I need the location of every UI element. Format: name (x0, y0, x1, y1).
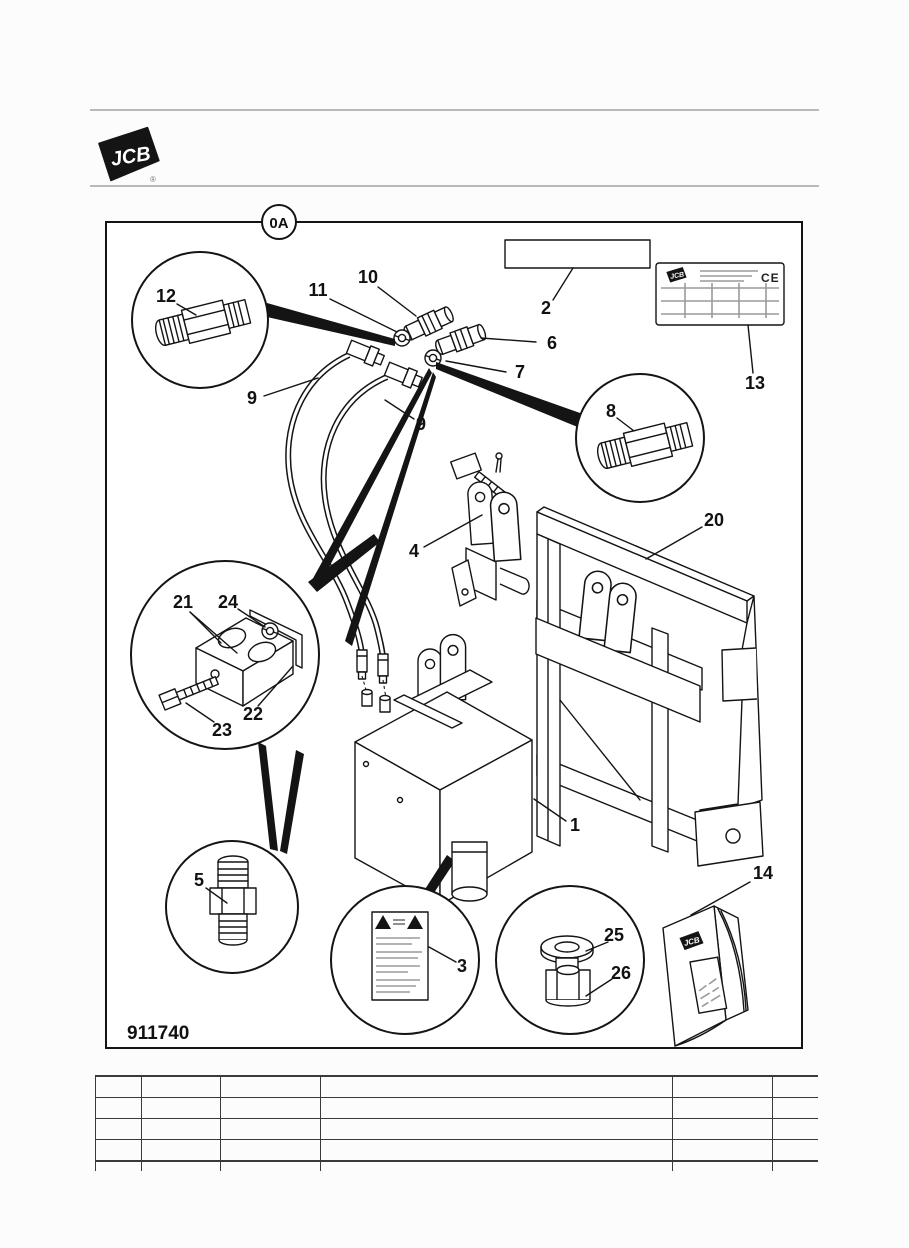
part-22-clamp-plate (249, 609, 303, 669)
table-cell (95, 1160, 142, 1171)
detail-circle-5 (165, 840, 299, 974)
table-cell (320, 1075, 673, 1098)
drawing-number: 911740 (127, 1023, 189, 1044)
table-cell (772, 1097, 818, 1119)
callout-2: 2 (541, 298, 551, 318)
warning-triangle-icon (375, 915, 391, 929)
part-23-bolt (158, 676, 219, 711)
table-cell (95, 1118, 142, 1140)
part-2-plate (504, 239, 651, 301)
table-cell (772, 1160, 818, 1171)
registered-mark: ® (150, 175, 156, 184)
ce-mark: CE (761, 271, 780, 285)
table-cell (141, 1118, 221, 1140)
part-14-handbook: JCB (662, 881, 751, 1047)
table-cell (141, 1139, 221, 1162)
table-cell (672, 1097, 773, 1119)
pointer-wedges (258, 303, 580, 854)
table-cell (220, 1118, 321, 1140)
header: JCB ® (90, 109, 819, 187)
table-cell (320, 1097, 673, 1119)
table-cell (772, 1139, 818, 1162)
part-5-adapter (209, 855, 257, 946)
table-cell (672, 1160, 773, 1171)
callout-8: 8 (606, 401, 616, 421)
callout-9-left: 9 (247, 388, 257, 408)
detail-circle-3 (330, 885, 480, 1035)
callout-24: 24 (218, 592, 238, 612)
table-cell (320, 1118, 673, 1140)
detail-circle-25-26 (495, 885, 645, 1035)
leader-lines (263, 286, 567, 822)
table-cell (220, 1139, 321, 1162)
callout-7: 7 (515, 362, 525, 382)
part-13-serial-plate: JCB CE (655, 262, 785, 374)
plate-jcb-logo: JCB (666, 267, 687, 283)
callout-13: 13 (745, 373, 765, 393)
callout-23: 23 (212, 720, 232, 740)
callout-9-right: 9 (416, 414, 426, 434)
hose-ports (361, 688, 391, 713)
table-cell (95, 1075, 142, 1098)
booklet-jcb-logo: JCB (679, 931, 704, 951)
table-cell (672, 1075, 773, 1098)
table-cell (220, 1075, 321, 1098)
table-cell (672, 1139, 773, 1162)
cotter-pin (495, 452, 503, 473)
detail-circle-8 (575, 373, 705, 503)
callout-20: 20 (704, 510, 724, 530)
table-cell (141, 1075, 221, 1098)
callout-11: 11 (308, 280, 327, 300)
svg-text:JCB: JCB (670, 271, 685, 280)
callouts: 12 10 11 2 6 7 13 9 8 9 20 4 21 24 22 23… (156, 267, 773, 983)
section-label: 0A (269, 215, 288, 232)
section-badge: 0A (261, 204, 297, 240)
part-20-mounting-frame (535, 506, 764, 867)
table-cell (672, 1118, 773, 1140)
table-cell (772, 1118, 818, 1140)
detail-circle-clamp (130, 560, 320, 750)
table-cell (220, 1097, 321, 1119)
footer-parts-table (95, 1075, 818, 1171)
callout-10: 10 (358, 267, 378, 287)
callout-4: 4 (409, 541, 419, 561)
table-cell (141, 1097, 221, 1119)
detail-circle-12 (131, 251, 269, 389)
table-cell (220, 1160, 321, 1171)
callout-21: 21 (173, 592, 193, 612)
table-cell (141, 1160, 221, 1171)
callout-12: 12 (156, 286, 176, 306)
part-4-bracket-assembly (423, 452, 530, 607)
callout-14: 14 (753, 863, 773, 883)
callout-6: 6 (547, 333, 557, 353)
callout-22: 22 (243, 704, 263, 724)
table-cell (95, 1139, 142, 1162)
table-cell (320, 1139, 673, 1162)
table-cell (772, 1075, 818, 1098)
callout-3: 3 (457, 956, 467, 976)
table-cell (95, 1097, 142, 1119)
callout-5: 5 (194, 870, 204, 890)
warning-triangle-icon (407, 915, 423, 929)
part-26-nut (545, 964, 591, 1007)
svg-text:JCB: JCB (683, 935, 701, 948)
table-cell (320, 1160, 673, 1171)
callout-1: 1 (570, 815, 580, 835)
jcb-logo-background (98, 126, 160, 182)
callout-26: 26 (611, 963, 631, 983)
callout-25: 25 (604, 925, 624, 945)
booklet-cover-label (689, 956, 728, 1014)
jcb-logo: JCB (98, 126, 160, 182)
part-24-nut (261, 622, 279, 640)
part-3-warning-decal (371, 911, 429, 1001)
